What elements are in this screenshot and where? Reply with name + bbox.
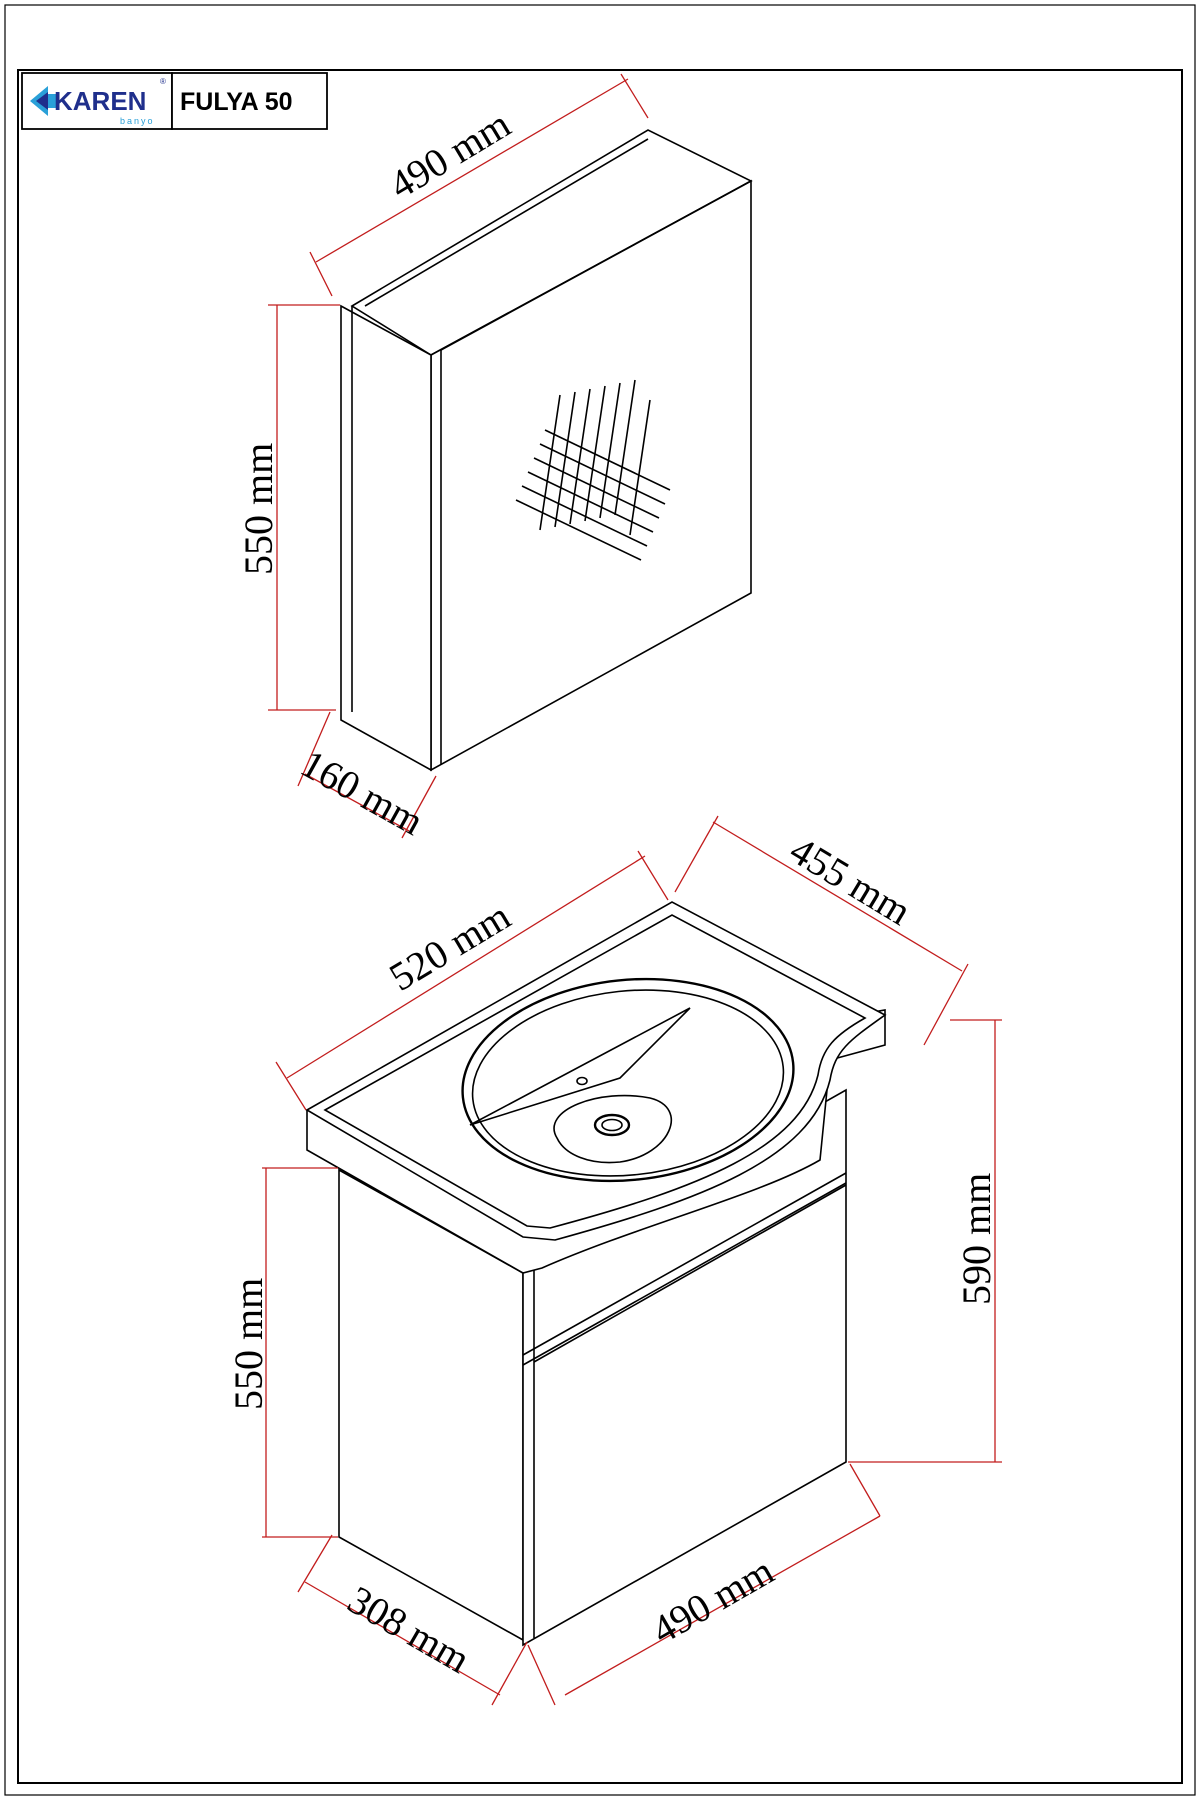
outer-frame (4, 4, 1196, 1796)
body-height-label: 550 mm (226, 1278, 271, 1410)
dimension-total-height: 590 mm (848, 1019, 1002, 1463)
inner-frame (17, 69, 1183, 1784)
mirror-width-label: 490 mm (381, 101, 518, 208)
etched-grid-pattern (515, 379, 671, 561)
vanity-unit-drawing: 520 mm 455 mm 590 mm 550 mm 308 (226, 815, 1002, 1706)
brand-name: KAREN (54, 86, 146, 116)
model-name: FULYA 50 (180, 88, 293, 116)
mirror-height-label: 550 mm (236, 443, 281, 575)
dimension-body-height: 550 mm (226, 1167, 338, 1538)
karen-logo: KAREN banyo ® (30, 77, 166, 126)
brand-subtitle: banyo (120, 116, 155, 126)
total-height-label: 590 mm (954, 1173, 999, 1305)
mirror-cabinet-drawing: 490 mm 550 mm 160 mm (236, 73, 753, 844)
top-depth-label: 455 mm (782, 827, 919, 934)
title-block: KAREN banyo ® FULYA 50 (21, 72, 328, 130)
dimension-mirror-height: 550 mm (236, 304, 340, 711)
registered-mark: ® (160, 77, 166, 86)
top-width-label: 520 mm (381, 893, 518, 1000)
